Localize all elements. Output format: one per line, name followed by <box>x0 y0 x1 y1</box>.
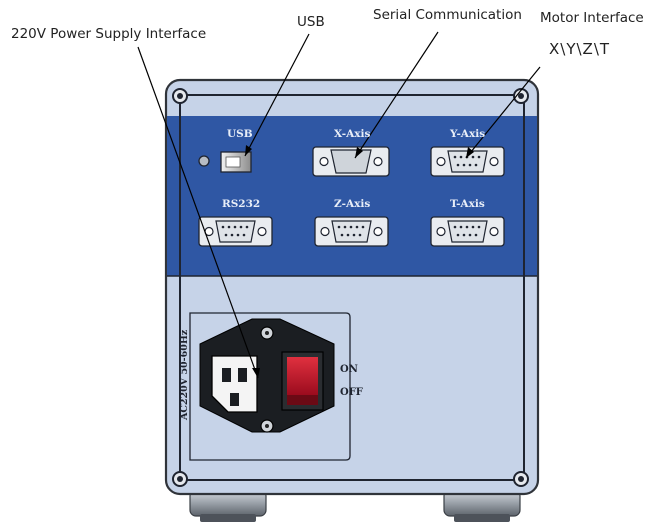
z-axis-connector <box>314 216 389 247</box>
usb-port <box>220 151 252 173</box>
callout-serial-communication: Serial Communication <box>373 7 522 23</box>
t-axis-connector <box>430 216 505 247</box>
x-axis-connector <box>312 146 390 177</box>
rs232-connector <box>198 216 273 247</box>
callout-leader-lines <box>137 31 541 379</box>
z-axis-label: Z-Axis <box>334 198 371 210</box>
blue-connector-panel <box>167 116 537 276</box>
switch-on-label: ON <box>340 364 358 375</box>
callout-motor-interface: Motor Interface <box>540 10 644 26</box>
voltage-rating-label: AC220V 50-60Hz <box>179 329 190 420</box>
x-axis-label: X-Axis <box>334 128 371 140</box>
callout-motor-axes: X\Y\Z\T <box>549 40 611 58</box>
switch-off-label: OFF <box>340 387 363 398</box>
y-axis-label: Y-Axis <box>450 128 486 140</box>
corner-screw-tl <box>172 88 188 104</box>
rs232-label: RS232 <box>222 198 261 210</box>
corner-screw-br <box>513 471 529 487</box>
power-module-outline <box>189 312 351 461</box>
corner-screw-bl <box>172 471 188 487</box>
indicator-led <box>198 155 210 167</box>
usb-label: USB <box>227 128 253 140</box>
iec-power-socket <box>211 355 258 413</box>
callout-power-supply: 220V Power Supply Interface <box>11 26 207 42</box>
y-axis-connector <box>430 146 505 177</box>
foot-left <box>189 489 267 522</box>
foot-right <box>443 489 521 522</box>
callout-usb: USB <box>297 14 325 30</box>
corner-screw-tr <box>513 88 529 104</box>
t-axis-label: T-Axis <box>450 198 485 210</box>
power-switch <box>281 351 324 411</box>
callout-arrowheads <box>245 145 474 378</box>
